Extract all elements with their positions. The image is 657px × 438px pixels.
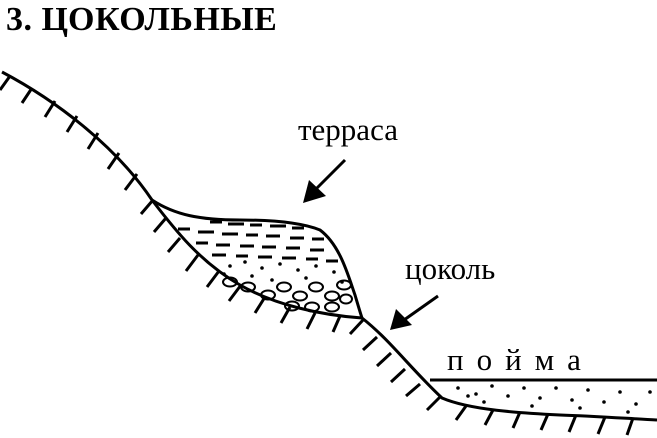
terrace-surface	[151, 198, 364, 319]
bedrock-hatching	[0, 75, 635, 436]
terrace-arrow	[303, 158, 347, 203]
diagram-title: 3. ЦОКОЛЬНЫЕ	[6, 1, 278, 38]
gravel-pebbles	[222, 276, 353, 313]
label-floodplain: пойма	[447, 342, 594, 377]
sand-dots	[222, 260, 344, 284]
silt-layer	[178, 220, 338, 263]
floodplain-sediment	[456, 384, 652, 414]
socle-arrow	[390, 294, 439, 330]
label-socle: цоколь	[405, 251, 496, 286]
label-terrace: терраса	[298, 112, 398, 147]
